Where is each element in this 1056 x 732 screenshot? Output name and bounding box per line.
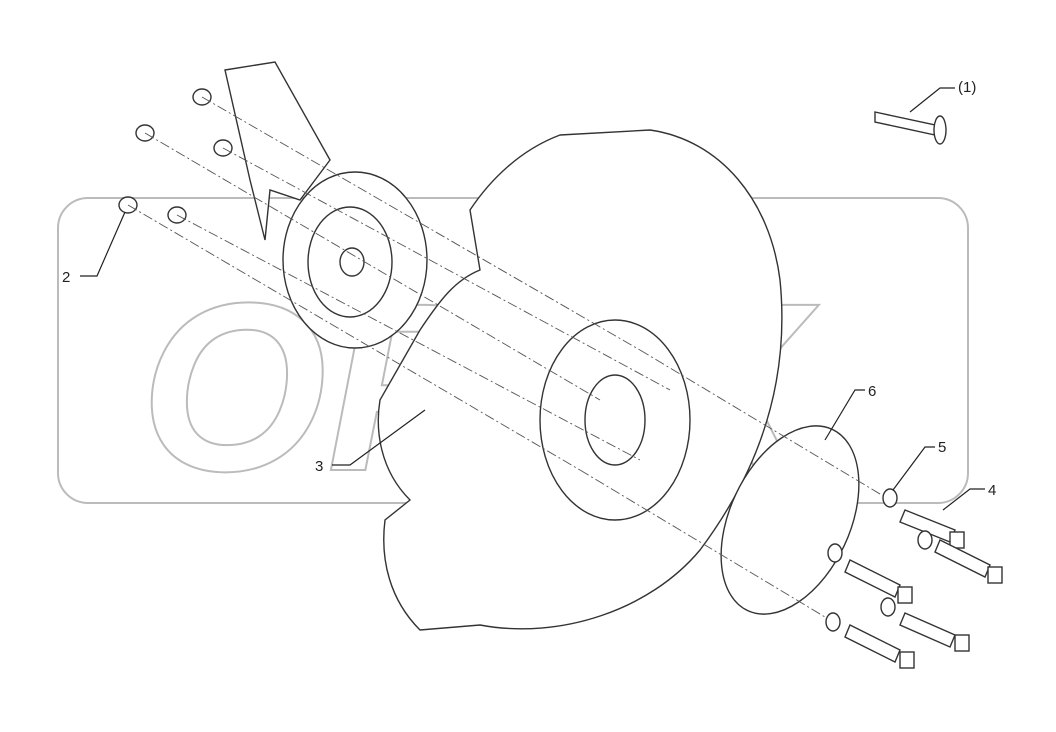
cover-plate: [720, 425, 860, 615]
washers: [825, 488, 933, 632]
leader-lines: [80, 87, 985, 511]
callout-4: 4: [988, 482, 996, 499]
hub-assembly: [224, 61, 428, 349]
callout-2: 2: [62, 269, 70, 286]
callout-5: 5: [938, 439, 946, 456]
notched-disc: [377, 129, 783, 631]
callout-6: 6: [868, 383, 876, 400]
callout-1: (1): [958, 79, 976, 96]
callout-3: 3: [315, 458, 323, 475]
alignment-lines: [127, 96, 891, 621]
nuts: [118, 88, 233, 224]
bolts: [844, 111, 1003, 669]
